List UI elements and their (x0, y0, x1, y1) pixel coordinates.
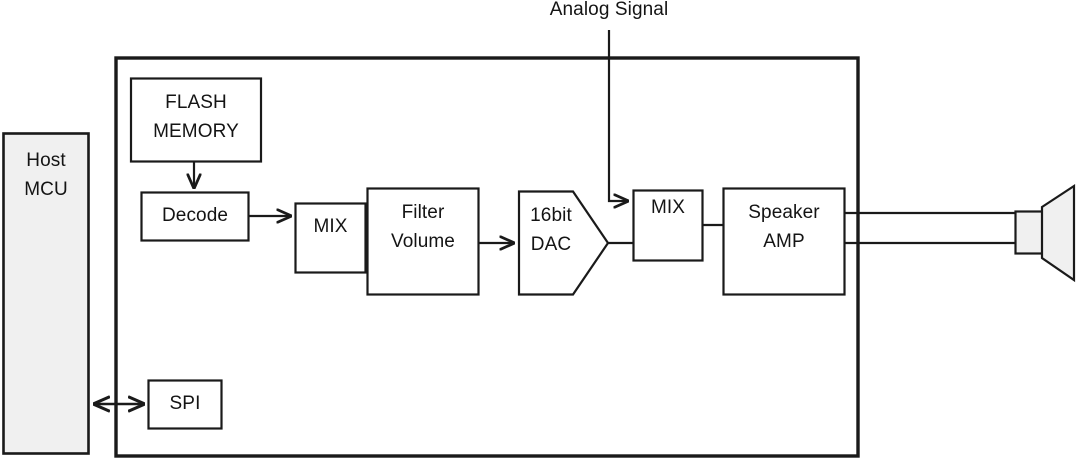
host-mcu-block (2, 132, 90, 455)
audio-chip-outline (114, 56, 860, 458)
dac-block (517, 190, 610, 296)
mix-2-block (632, 189, 704, 262)
speaker-icon-body (1014, 210, 1044, 255)
mix-1-block (294, 202, 367, 274)
speaker-amp-block (722, 187, 846, 296)
decode-block (140, 191, 250, 242)
connector-analog-signal-to-mix2 (607, 30, 628, 201)
spi-block (147, 379, 223, 430)
flash-memory-block (129, 77, 263, 163)
filter-volume-block (366, 187, 480, 296)
speaker-icon-cone (1040, 183, 1076, 283)
